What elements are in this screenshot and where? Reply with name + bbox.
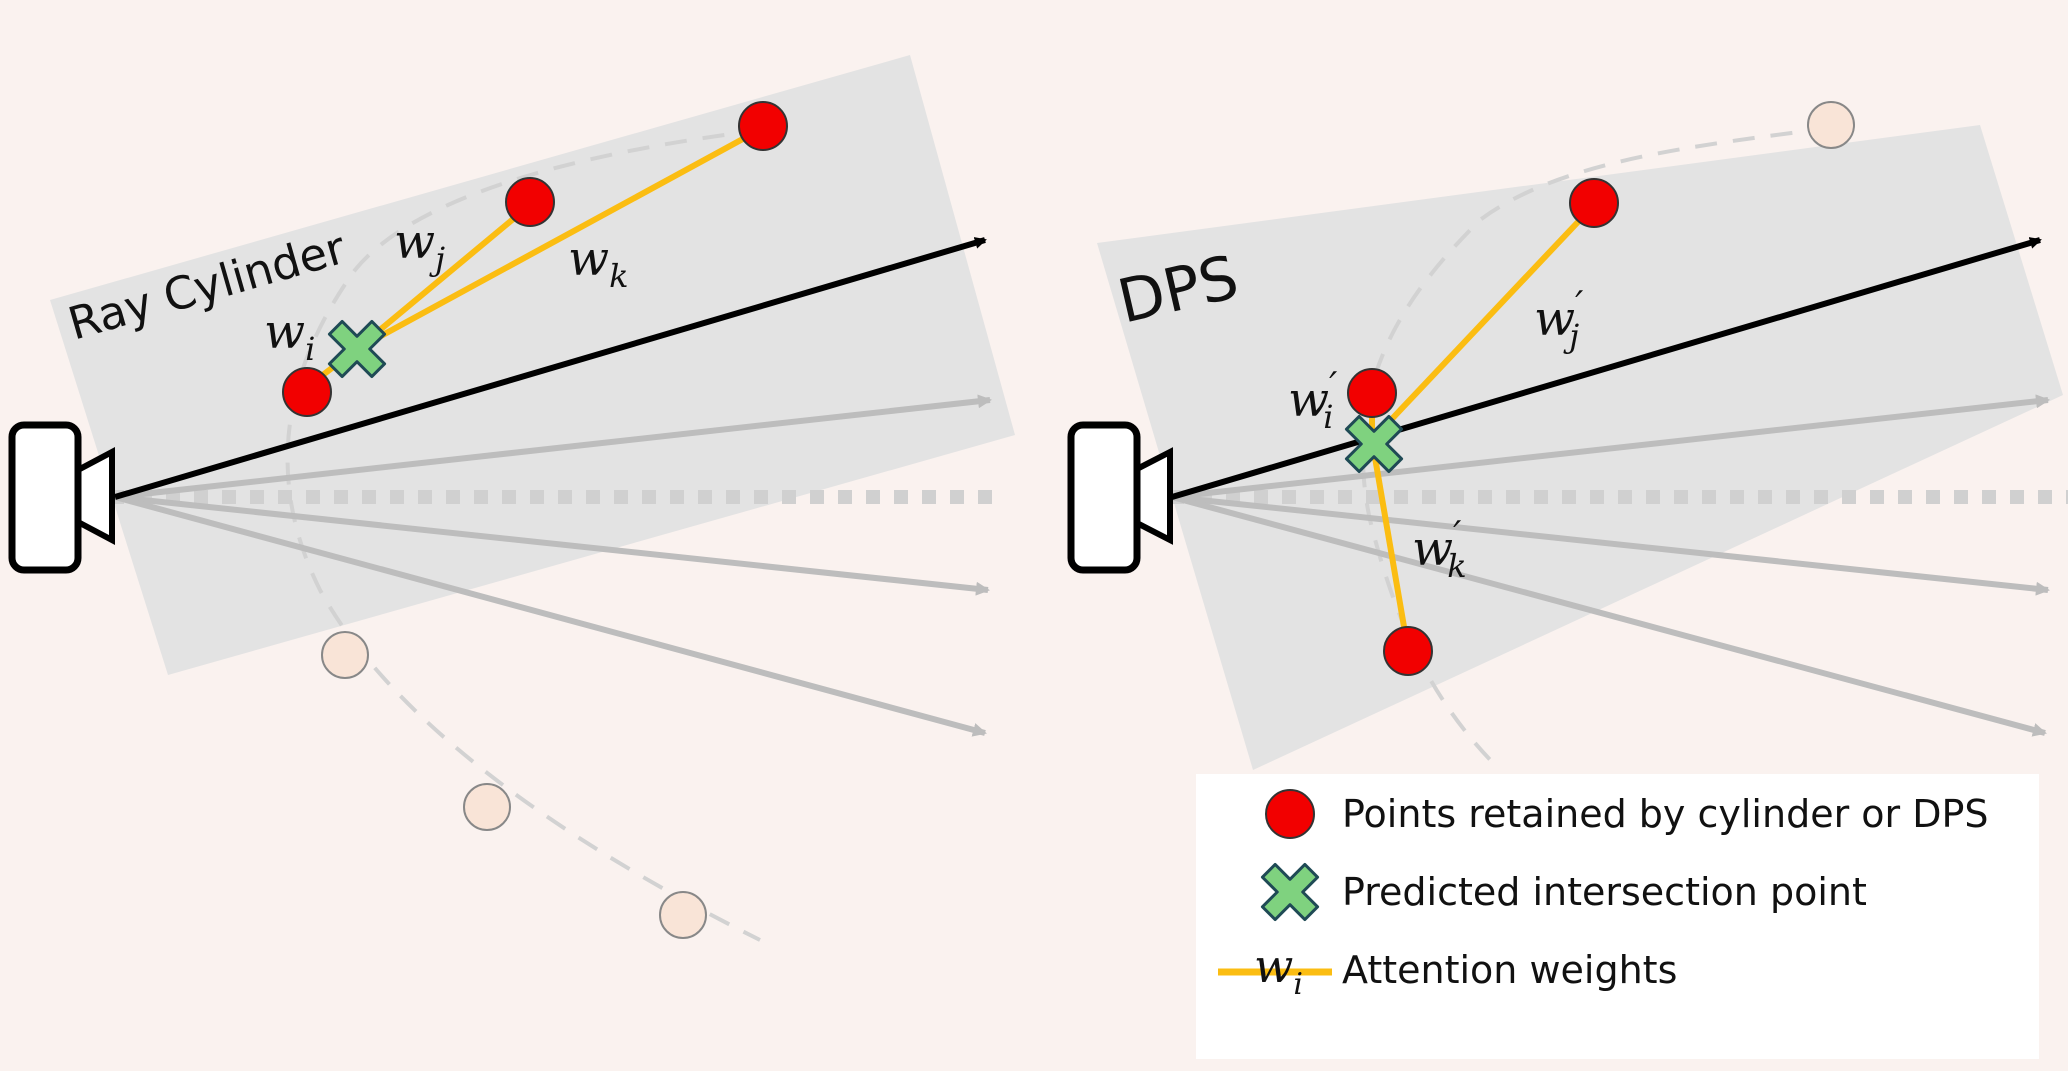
right-attention-line-j (1369, 202, 1597, 443)
right-weight-label-i: w′i (1288, 366, 1337, 436)
legend-item-retained-points: Points retained by cylinder or DPS (1196, 774, 2039, 854)
green-cross-icon (1260, 862, 1320, 922)
left-side-ray-1 (114, 394, 992, 500)
legend-label-predicted-intersection: Predicted intersection point (1342, 870, 1867, 914)
left-attention-line-j (355, 202, 532, 352)
svg-text:wi: wi (1254, 939, 1303, 1002)
left-weight-label-j: wj (394, 214, 445, 278)
left-faded-point-3 (659, 891, 707, 939)
right-side-ray-2 (1171, 494, 2050, 596)
left-weight-label-k: wk (568, 231, 628, 295)
right-predicted-cross-icon (1344, 414, 1404, 474)
legend-label-retained-points: Points retained by cylinder or DPS (1342, 792, 1989, 836)
dps-region (1097, 125, 2063, 770)
right-attention-line-k (1369, 439, 1411, 651)
left-camera-icon (8, 421, 115, 574)
legend-item-attention-weights: wi Attention weights (1196, 930, 2039, 1010)
right-weight-label-k: w′k (1412, 515, 1467, 585)
ray-cylinder-region (50, 55, 1015, 675)
right-weight-label-j: w′j (1534, 285, 1583, 355)
right-retained-point-k (1383, 626, 1433, 676)
right-retained-point-j (1569, 178, 1619, 228)
red-point-icon (1265, 789, 1315, 839)
legend-label-attention-weights: Attention weights (1342, 948, 1678, 992)
right-retained-point-i (1347, 368, 1397, 418)
left-faded-point-2 (463, 783, 511, 831)
legend-item-predicted-intersection: Predicted intersection point (1196, 852, 2039, 932)
attention-weight-line-icon: wi (1218, 939, 1332, 1002)
left-faded-point-1 (321, 631, 369, 679)
left-weight-label-i: wi (264, 304, 315, 368)
left-retained-point-k (738, 101, 788, 151)
left-predicted-cross-icon (327, 319, 387, 379)
legend: Points retained by cylinder or DPS Predi… (1196, 774, 2039, 1059)
left-retained-point-i (282, 367, 332, 417)
right-side-ray-1 (1171, 394, 2050, 500)
left-side-ray-3 (114, 494, 987, 737)
left-main-ray (114, 237, 987, 500)
right-faded-point-1 (1807, 101, 1855, 149)
right-panel: DPS w′i w′j w′k (1067, 101, 2068, 772)
left-side-ray-2 (114, 494, 990, 596)
right-side-ray-3 (1171, 494, 2047, 737)
left-attention-line-k (355, 125, 765, 352)
right-camera-icon (1067, 421, 1173, 574)
left-retained-point-j (505, 177, 555, 227)
left-panel: Ray Cylinder wi wj wk (8, 55, 1015, 942)
right-main-ray (1171, 237, 2042, 500)
